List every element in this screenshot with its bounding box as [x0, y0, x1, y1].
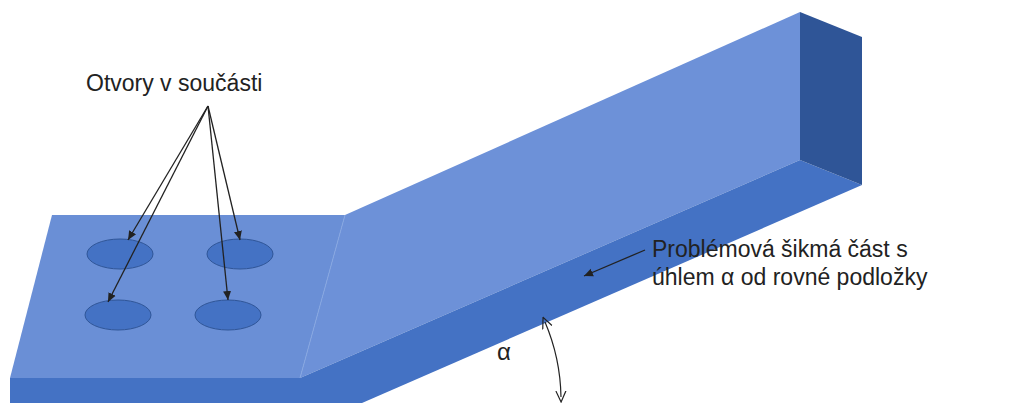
slant-part-label: Problémová šikmá část s úhlem α od rovné…	[652, 236, 952, 291]
bend-line	[300, 215, 345, 378]
hole	[207, 239, 273, 269]
hole-leaders	[108, 106, 240, 302]
hole	[195, 300, 261, 330]
hole	[87, 239, 153, 269]
hole	[85, 300, 151, 330]
holes-label: Otvory v součásti	[86, 70, 346, 98]
plate-top-face	[10, 215, 345, 378]
angle-arc	[545, 322, 561, 397]
angle-symbol: α	[497, 338, 537, 367]
slant-end-face	[800, 12, 862, 185]
slant-leader	[584, 250, 645, 276]
plate-front-face	[10, 378, 300, 403]
